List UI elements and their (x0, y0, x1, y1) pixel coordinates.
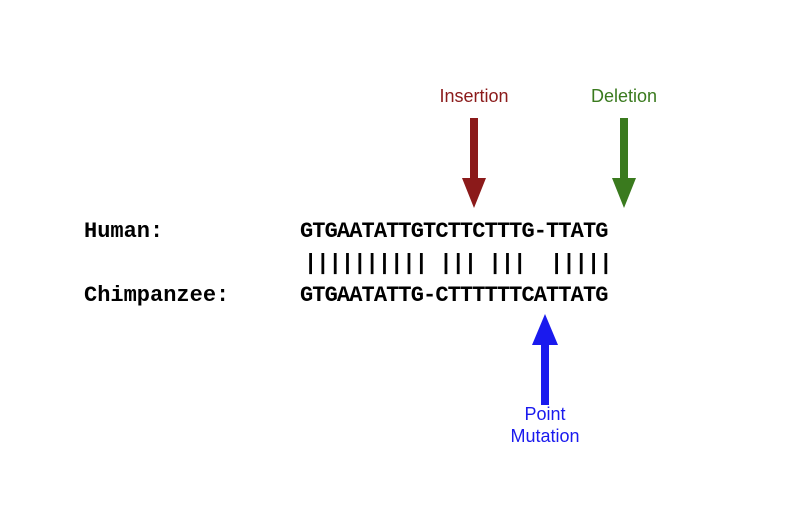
point-mutation-arrow-icon (532, 314, 558, 405)
point-mutation-label: Point Mutation (495, 403, 595, 447)
human-sequence: GTGAATATTGTCTTCTTTG-TTATG (300, 219, 608, 244)
human-row-label: Human: (84, 219, 164, 244)
insertion-label: Insertion (439, 86, 509, 106)
deletion-arrow-icon (612, 118, 636, 208)
chimpanzee-sequence: GTGAATATTG-CTTTTTTCATTATG (300, 283, 608, 308)
point-mutation-label-line1: Point (524, 404, 566, 424)
insertion-arrow-icon (462, 118, 486, 208)
point-mutation-label-line2: Mutation (510, 426, 580, 446)
chimpanzee-row-label: Chimpanzee: (84, 283, 230, 308)
deletion-label: Deletion (590, 86, 658, 106)
match-line: |||||||||| ||| ||| ||||| (304, 251, 612, 276)
